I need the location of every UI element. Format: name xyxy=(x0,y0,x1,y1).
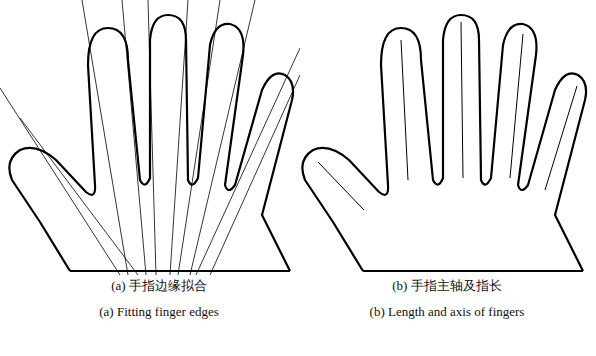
base-line xyxy=(70,270,290,272)
base-line xyxy=(363,270,583,272)
hand-outline xyxy=(9,15,293,271)
subfigure-caption: (b) 手指主轴及指长 xyxy=(298,277,596,295)
finger-axis-lines xyxy=(318,22,577,210)
fitted-edge-lines xyxy=(0,0,300,275)
hand-outline xyxy=(302,15,586,271)
subfigure-caption: (b) Length and axis of fingers xyxy=(298,304,596,320)
subfigure-caption: (a) Fitting finger edges xyxy=(10,304,308,320)
subfigure-caption: (a) 手指边缘拟合 xyxy=(10,277,308,295)
